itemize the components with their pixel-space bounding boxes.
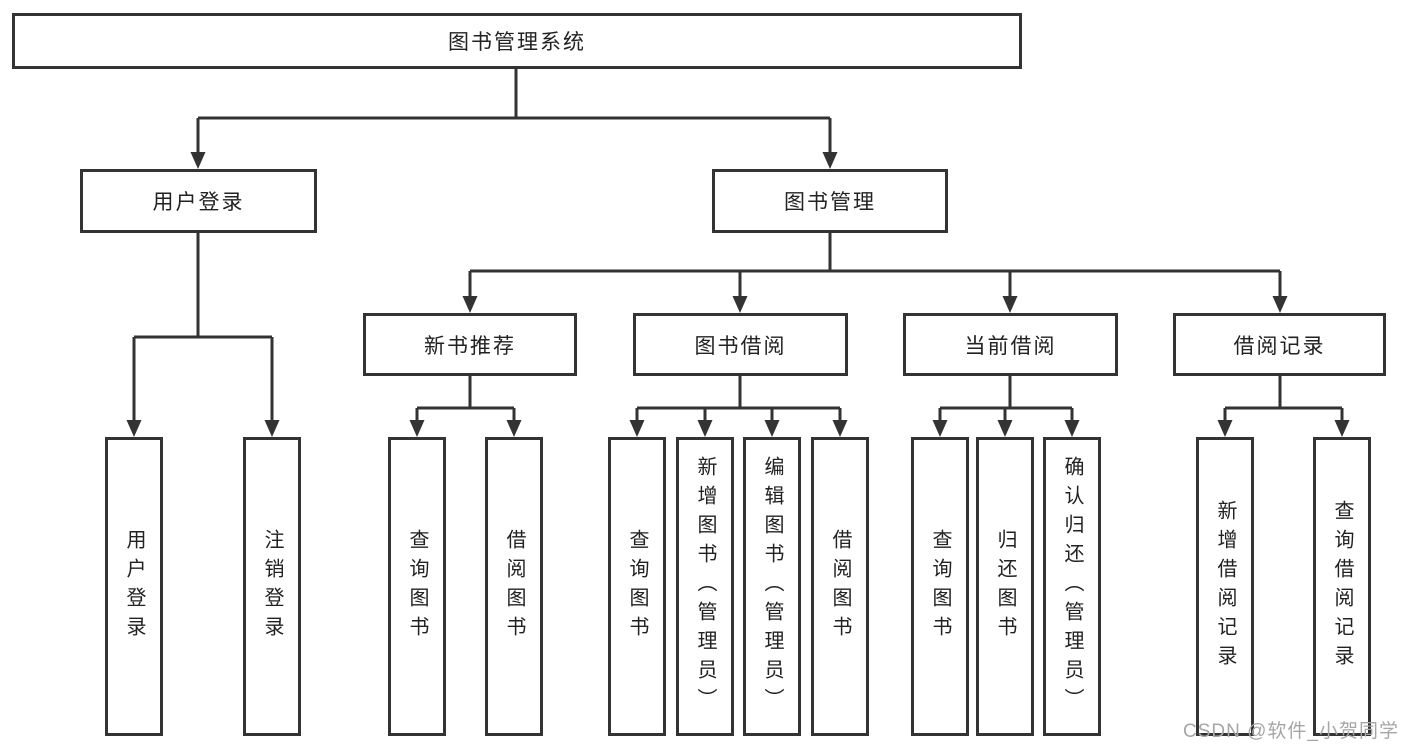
leaf-label: 查询图书	[626, 528, 648, 645]
arrowhead	[462, 296, 478, 313]
node-label: 用户登录	[152, 191, 245, 214]
arrowhead	[1064, 420, 1080, 437]
leaf-label: 新增借阅记录	[1214, 499, 1236, 674]
leaf-label: 编辑图书（管理员）	[761, 456, 783, 717]
leaf-label: 借阅图书	[829, 528, 851, 645]
leaf-logout: 注销登录	[243, 437, 301, 736]
node-root-system: 图书管理系统	[12, 13, 1022, 69]
arrowhead	[1334, 420, 1350, 437]
leaf-label: 查询图书	[929, 528, 951, 645]
arrowhead	[1272, 296, 1288, 313]
arrowhead	[764, 420, 780, 437]
leaf-label: 查询图书	[406, 528, 428, 645]
leaf-borrow-books: 借阅图书	[811, 437, 869, 736]
watermark: CSDN @软件_小贺同学	[1183, 721, 1399, 742]
leaf-label: 查询借阅记录	[1331, 499, 1353, 674]
arrowhead	[1002, 296, 1018, 313]
node-book-borrow: 图书借阅	[633, 313, 848, 376]
node-borrow-records: 借阅记录	[1173, 313, 1386, 376]
arrowhead	[126, 420, 142, 437]
leaf-add-books-admin: 新增图书（管理员）	[676, 437, 734, 736]
leaf-label: 归还图书	[994, 528, 1016, 645]
arrowhead	[409, 420, 425, 437]
arrowhead	[932, 420, 948, 437]
arrowhead	[506, 420, 522, 437]
leaf-edit-books-admin: 编辑图书（管理员）	[743, 437, 801, 736]
node-label: 图书管理	[784, 191, 876, 214]
leaf-label: 新增图书（管理员）	[694, 456, 716, 717]
node-book-management: 图书管理	[712, 169, 948, 233]
leaf-label: 借阅图书	[503, 528, 525, 645]
arrowhead	[1217, 420, 1233, 437]
leaf-query-books-current: 查询图书	[911, 437, 969, 736]
leaf-borrow-books-recommend: 借阅图书	[485, 437, 543, 736]
arrowhead	[629, 420, 645, 437]
node-label: 新书推荐	[424, 334, 516, 358]
arrowhead	[264, 420, 280, 437]
leaf-query-books-recommend: 查询图书	[388, 437, 446, 736]
leaf-label: 注销登录	[261, 528, 283, 645]
leaf-label: 用户登录	[123, 528, 145, 645]
node-current-borrow: 当前借阅	[903, 313, 1118, 376]
arrowhead	[822, 152, 838, 169]
connector-path	[132, 69, 1344, 423]
node-user-login: 用户登录	[80, 169, 317, 233]
arrowhead	[697, 420, 713, 437]
arrowhead	[190, 152, 206, 169]
arrowhead	[832, 420, 848, 437]
leaf-user-login: 用户登录	[105, 437, 163, 736]
node-label: 借阅记录	[1233, 334, 1326, 358]
leaf-return-books: 归还图书	[976, 437, 1034, 736]
arrowhead	[732, 296, 748, 313]
node-label: 当前借阅	[964, 334, 1057, 358]
leaf-add-borrow-record: 新增借阅记录	[1196, 437, 1254, 736]
arrowhead	[997, 420, 1013, 437]
leaf-query-borrow-record: 查询借阅记录	[1313, 437, 1371, 736]
leaf-label: 确认归还（管理员）	[1061, 456, 1083, 717]
node-label: 图书借阅	[694, 334, 787, 358]
leaf-query-books-borrow: 查询图书	[608, 437, 666, 736]
node-new-book-recommend: 新书推荐	[363, 313, 577, 376]
node-label: 图书管理系统	[448, 31, 586, 54]
leaf-confirm-return-admin: 确认归还（管理员）	[1043, 437, 1101, 736]
